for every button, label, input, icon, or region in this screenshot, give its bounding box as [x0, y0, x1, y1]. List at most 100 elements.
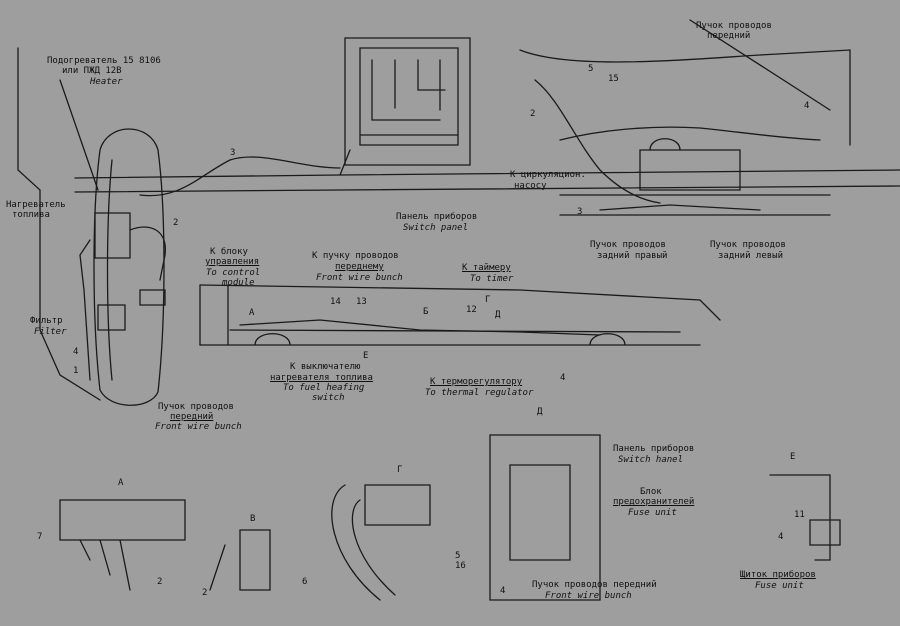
cab-outline — [17, 47, 101, 401]
fuel-switch-ru-2: нагревателя топлива — [270, 373, 373, 383]
control-module-en-1: To control — [206, 268, 261, 278]
bracket — [139, 289, 166, 306]
part-number-5b: 5 — [455, 551, 461, 561]
cable-left — [79, 239, 91, 381]
part-number-6: 6 — [302, 577, 308, 587]
view-d-letter: Д — [537, 407, 543, 417]
panel-inner — [359, 47, 459, 146]
rear-right-ru-2: задний правый — [597, 251, 668, 261]
view-g-body — [364, 484, 431, 526]
rear-left-ru-2: задний левый — [718, 251, 784, 261]
heater-label-en: Heater — [90, 77, 123, 87]
front-bunch-bottom-en: Front wire bunch — [545, 591, 632, 601]
front-bunch-line2 — [689, 19, 831, 111]
filter-box — [97, 304, 126, 331]
arrow-e-letter: Е — [363, 351, 369, 361]
timer-ru: К таймеру — [462, 263, 511, 273]
rear-wires — [599, 204, 761, 211]
view-e-unit — [809, 519, 841, 546]
frame-left-end — [199, 284, 229, 346]
thermo-ru: К терморегулятору — [430, 377, 523, 387]
frame-rail-bottom — [74, 185, 900, 193]
heater-label-ru-2: или ПЖД 12В — [62, 66, 122, 76]
panel-hanel-en: Switch hanel — [618, 455, 684, 465]
view-v-letter: В — [250, 514, 256, 524]
part-number-5a: 5 — [588, 64, 594, 74]
fuel-switch-ru-1: К выключателю — [290, 362, 361, 372]
panel-wires — [359, 59, 459, 136]
heater-label-ru-1: Подогреватель 15 8106 — [47, 56, 161, 66]
view-g-letter: Г — [397, 465, 403, 475]
fuse-en: Fuse unit — [628, 508, 677, 518]
wheel-arch-r — [589, 333, 626, 346]
engine-lower — [559, 126, 821, 141]
part-number-3b: 3 — [577, 207, 583, 217]
front-bunch-left-en: Front wire bunch — [155, 422, 242, 432]
view-a-letter: А — [118, 478, 124, 488]
part-number-4b: 4 — [804, 101, 810, 111]
front-bunch-top-ru-2: передний — [707, 31, 751, 41]
arrow-d-letter: Д — [495, 310, 501, 320]
pump-box — [639, 149, 741, 191]
thermo-en: To thermal regulator — [425, 388, 534, 398]
to-front-bunch-en: Front wire bunch — [316, 273, 403, 283]
view-v-wires — [209, 544, 226, 591]
part-number-14: 14 — [330, 297, 341, 307]
timer-en: To timer — [470, 274, 514, 284]
engine-body — [519, 49, 851, 146]
part-number-1: 1 — [73, 366, 79, 376]
mid-harness — [239, 319, 601, 336]
arrow-g-letter: Г — [485, 295, 491, 305]
rear-right-ru-1: Пучок проводов — [590, 240, 666, 250]
view-v-body — [239, 529, 271, 591]
filter-label-ru: Фильтр — [30, 316, 63, 326]
part-number-15: 15 — [608, 74, 619, 84]
part-number-12: 12 — [466, 305, 477, 315]
view-a-body — [59, 499, 186, 541]
panel-hanel-ru: Панель приборов — [613, 444, 695, 454]
part-number-2d: 2 — [202, 588, 208, 598]
frame-mid-top — [199, 284, 721, 321]
view-g-pipe — [331, 484, 396, 601]
circ-pump-ru-1: К циркуляцион. — [510, 170, 586, 180]
part-number-2a: 2 — [173, 218, 179, 228]
cable-3 — [139, 156, 341, 197]
view-a-wires — [79, 539, 131, 591]
part-number-7: 7 — [37, 532, 43, 542]
part-number-11: 11 — [794, 510, 805, 520]
switch-panel-en: Switch panel — [403, 223, 469, 233]
to-front-bunch-ru-2: переднему — [335, 262, 384, 272]
front-bunch-bottom-ru: Пучок проводов передний — [532, 580, 657, 590]
cable-2 — [129, 226, 166, 281]
rear-left-ru-1: Пучок проводов — [710, 240, 786, 250]
heater-box — [94, 212, 131, 259]
shield-en: Fuse unit — [755, 581, 804, 591]
control-module-ru-2: управления — [205, 257, 260, 267]
wheel-outline — [93, 128, 165, 406]
front-bunch-left-ru-1: Пучок проводов — [158, 402, 234, 412]
front-bunch-line — [534, 79, 661, 204]
switch-panel-ru: Панель приборов — [396, 212, 478, 222]
circ-pump-ru-2: насосу — [514, 181, 547, 191]
fuel-switch-en-1: To fuel heafing — [283, 383, 365, 393]
fuse-ru-2: предохранителей — [613, 497, 695, 507]
part-number-4e: 4 — [778, 532, 784, 542]
fuel-switch-en-2: switch — [312, 393, 345, 403]
part-number-13: 13 — [356, 297, 367, 307]
fuse-unit — [509, 464, 571, 561]
part-number-16: 16 — [455, 561, 466, 571]
control-module-ru-1: К блоку — [210, 247, 248, 257]
part-number-3a: 3 — [230, 148, 236, 158]
fuel-heater-label-ru-1: Нагреватель — [6, 200, 66, 210]
frame-rail-top — [74, 169, 900, 179]
front-bunch-left-ru-2: передний — [170, 412, 214, 422]
filter-label-en: Filter — [34, 327, 67, 337]
part-number-2c: 2 — [157, 577, 163, 587]
arrow-b-letter: Б — [423, 307, 429, 317]
part-number-4a: 4 — [73, 347, 79, 357]
fuse-ru-1: Блок — [640, 487, 662, 497]
to-front-bunch-ru-1: К пучку проводов — [312, 251, 399, 261]
panel-frame — [344, 37, 471, 166]
circ-pump — [649, 138, 681, 151]
